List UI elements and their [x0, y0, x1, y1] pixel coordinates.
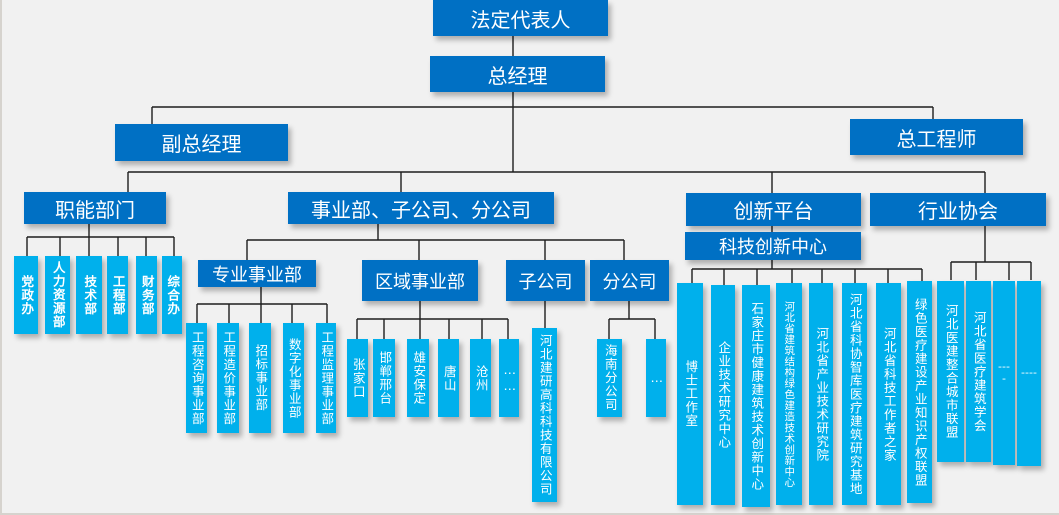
professional-division-label: 专业事业部	[212, 264, 302, 286]
association-unit-box: ----	[1017, 281, 1041, 466]
regional-unit-box: 张家口	[347, 339, 368, 417]
branch-box: 分公司	[590, 260, 669, 301]
professional-unit-label: 数字化事业部	[286, 337, 302, 419]
innovation-unit-box: 河北省科协智库医疗建筑研究基地	[842, 283, 867, 505]
functional-departments-label: 职能部门	[55, 197, 135, 222]
deputy-general-manager-box: 副总经理	[115, 124, 288, 161]
dept-box: 综合办	[162, 256, 182, 334]
professional-unit-box: 工程监理事业部	[316, 323, 336, 433]
branch-office-box: …	[646, 339, 666, 417]
innovation-unit-box: 博士工作室	[677, 283, 703, 505]
regional-unit-label: 沧州	[473, 364, 489, 392]
association-unit-box: 河北省医疗建筑学会	[966, 281, 991, 462]
innovation-unit-label: 河北省产业技术研究院	[814, 326, 830, 462]
subsidiary-label: 子公司	[518, 271, 573, 293]
dept-label: 党政办	[19, 274, 35, 316]
chief-engineer-label: 总工程师	[896, 126, 977, 151]
branch-office-label: …	[649, 370, 665, 386]
innovation-unit-box: 企业技术研究中心	[711, 285, 735, 505]
regional-unit-label: ……	[502, 362, 518, 394]
dept-box: 技术部	[76, 256, 102, 334]
dept-box: 工程部	[107, 256, 128, 334]
subsidiary-company-box: 河北建研高科科技有限公司	[532, 328, 557, 502]
dept-box: 党政办	[14, 256, 38, 334]
window-left-edge	[0, 0, 2, 515]
dept-box: 人力资源部	[45, 256, 70, 334]
legal-representative-box: 法定代表人	[433, 0, 608, 36]
innovation-platform-box: 创新平台	[686, 193, 861, 226]
innovation-unit-box: 河北省建筑结构绿色建造技术创新中心	[776, 283, 802, 505]
professional-unit-label: 工程监理事业部	[319, 330, 335, 426]
regional-unit-label: 雄安保定	[411, 351, 427, 405]
innovation-unit-label: 河北省建筑结构绿色建造技术创新中心	[783, 300, 796, 488]
dept-label: 工程部	[110, 274, 126, 316]
innovation-unit-label: 企业技术研究中心	[716, 341, 732, 449]
dept-label: 技术部	[82, 274, 98, 316]
branch-office-label: 海南分公司	[602, 344, 618, 412]
regional-unit-box: ……	[499, 339, 519, 417]
innovation-unit-box: 河北省产业技术研究院	[809, 283, 833, 505]
business-units-label: 事业部、子公司、分公司	[311, 197, 531, 222]
professional-unit-box: 工程咨询事业部	[186, 323, 207, 433]
legal-representative-label: 法定代表人	[470, 7, 571, 32]
deputy-general-manager-label: 副总经理	[161, 132, 242, 156]
industry-association-box: 行业协会	[870, 193, 1046, 226]
professional-unit-label: 工程咨询事业部	[189, 330, 205, 426]
branch-office-box: 海南分公司	[597, 339, 622, 417]
professional-unit-box: 工程造价事业部	[217, 323, 239, 433]
regional-unit-label: 唐山	[441, 364, 457, 392]
innovation-unit-label: 石家庄市健康建筑技术创新中心	[749, 301, 765, 491]
association-unit-label: 河北省医疗建筑学会	[971, 310, 987, 433]
industry-association-label: 行业协会	[918, 199, 998, 223]
professional-unit-label: 招标事业部	[253, 344, 269, 412]
innovation-unit-label: 河北省科协智库医疗建筑研究基地	[847, 292, 863, 496]
dept-label: 财务部	[139, 274, 155, 316]
regional-unit-box: 沧州	[470, 339, 491, 417]
association-unit-label: ----	[1021, 366, 1037, 380]
regional-unit-label: 邯郸邢台	[377, 351, 393, 405]
regional-division-label: 区域事业部	[375, 271, 465, 293]
dept-box: 财务部	[136, 256, 157, 334]
dept-label: 综合办	[165, 274, 181, 316]
functional-departments-box: 职能部门	[24, 192, 166, 224]
regional-unit-box: 唐山	[438, 339, 459, 417]
subsidiary-company-label: 河北建研高科科技有限公司	[537, 334, 553, 496]
association-unit-box: 河北医建整合城市联盟	[937, 281, 964, 462]
regional-unit-box: 雄安保定	[407, 339, 429, 417]
regional-unit-label: 张家口	[350, 357, 366, 399]
innovation-unit-label: 博士工作室	[683, 360, 699, 428]
window-bottom-edge	[0, 513, 1059, 515]
subsidiary-box: 子公司	[506, 260, 585, 301]
chief-engineer-box: 总工程师	[850, 119, 1023, 155]
general-manager-label: 总经理	[487, 63, 548, 88]
innovation-unit-label: 河北省科技工作者之家	[881, 326, 897, 462]
professional-unit-box: 数字化事业部	[283, 323, 304, 433]
innovation-platform-label: 创新平台	[733, 199, 814, 223]
tech-innovation-center-box: 科技创新中心	[685, 232, 861, 260]
innovation-unit-label: 绿色医疗建设产业知识产权联盟	[912, 297, 928, 487]
business-units-box: 事业部、子公司、分公司	[288, 192, 554, 224]
professional-unit-box: 招标事业部	[249, 323, 271, 433]
association-unit-label: ----	[998, 359, 1010, 385]
professional-unit-label: 工程造价事业部	[221, 330, 237, 426]
association-unit-label: 河北医建整合城市联盟	[943, 304, 959, 439]
regional-unit-box: 邯郸邢台	[373, 339, 395, 417]
innovation-unit-box: 石家庄市健康建筑技术创新中心	[742, 285, 770, 507]
innovation-unit-box: 河北省科技工作者之家	[876, 283, 901, 505]
regional-division-box: 区域事业部	[362, 260, 478, 301]
professional-division-box: 专业事业部	[198, 260, 316, 287]
association-unit-box: ----	[993, 281, 1015, 465]
branch-label: 分公司	[602, 271, 657, 293]
tech-innovation-center-label: 科技创新中心	[719, 237, 827, 258]
general-manager-box: 总经理	[430, 56, 605, 92]
innovation-unit-box: 绿色医疗建设产业知识产权联盟	[907, 281, 932, 503]
dept-label: 人力资源部	[50, 261, 66, 329]
